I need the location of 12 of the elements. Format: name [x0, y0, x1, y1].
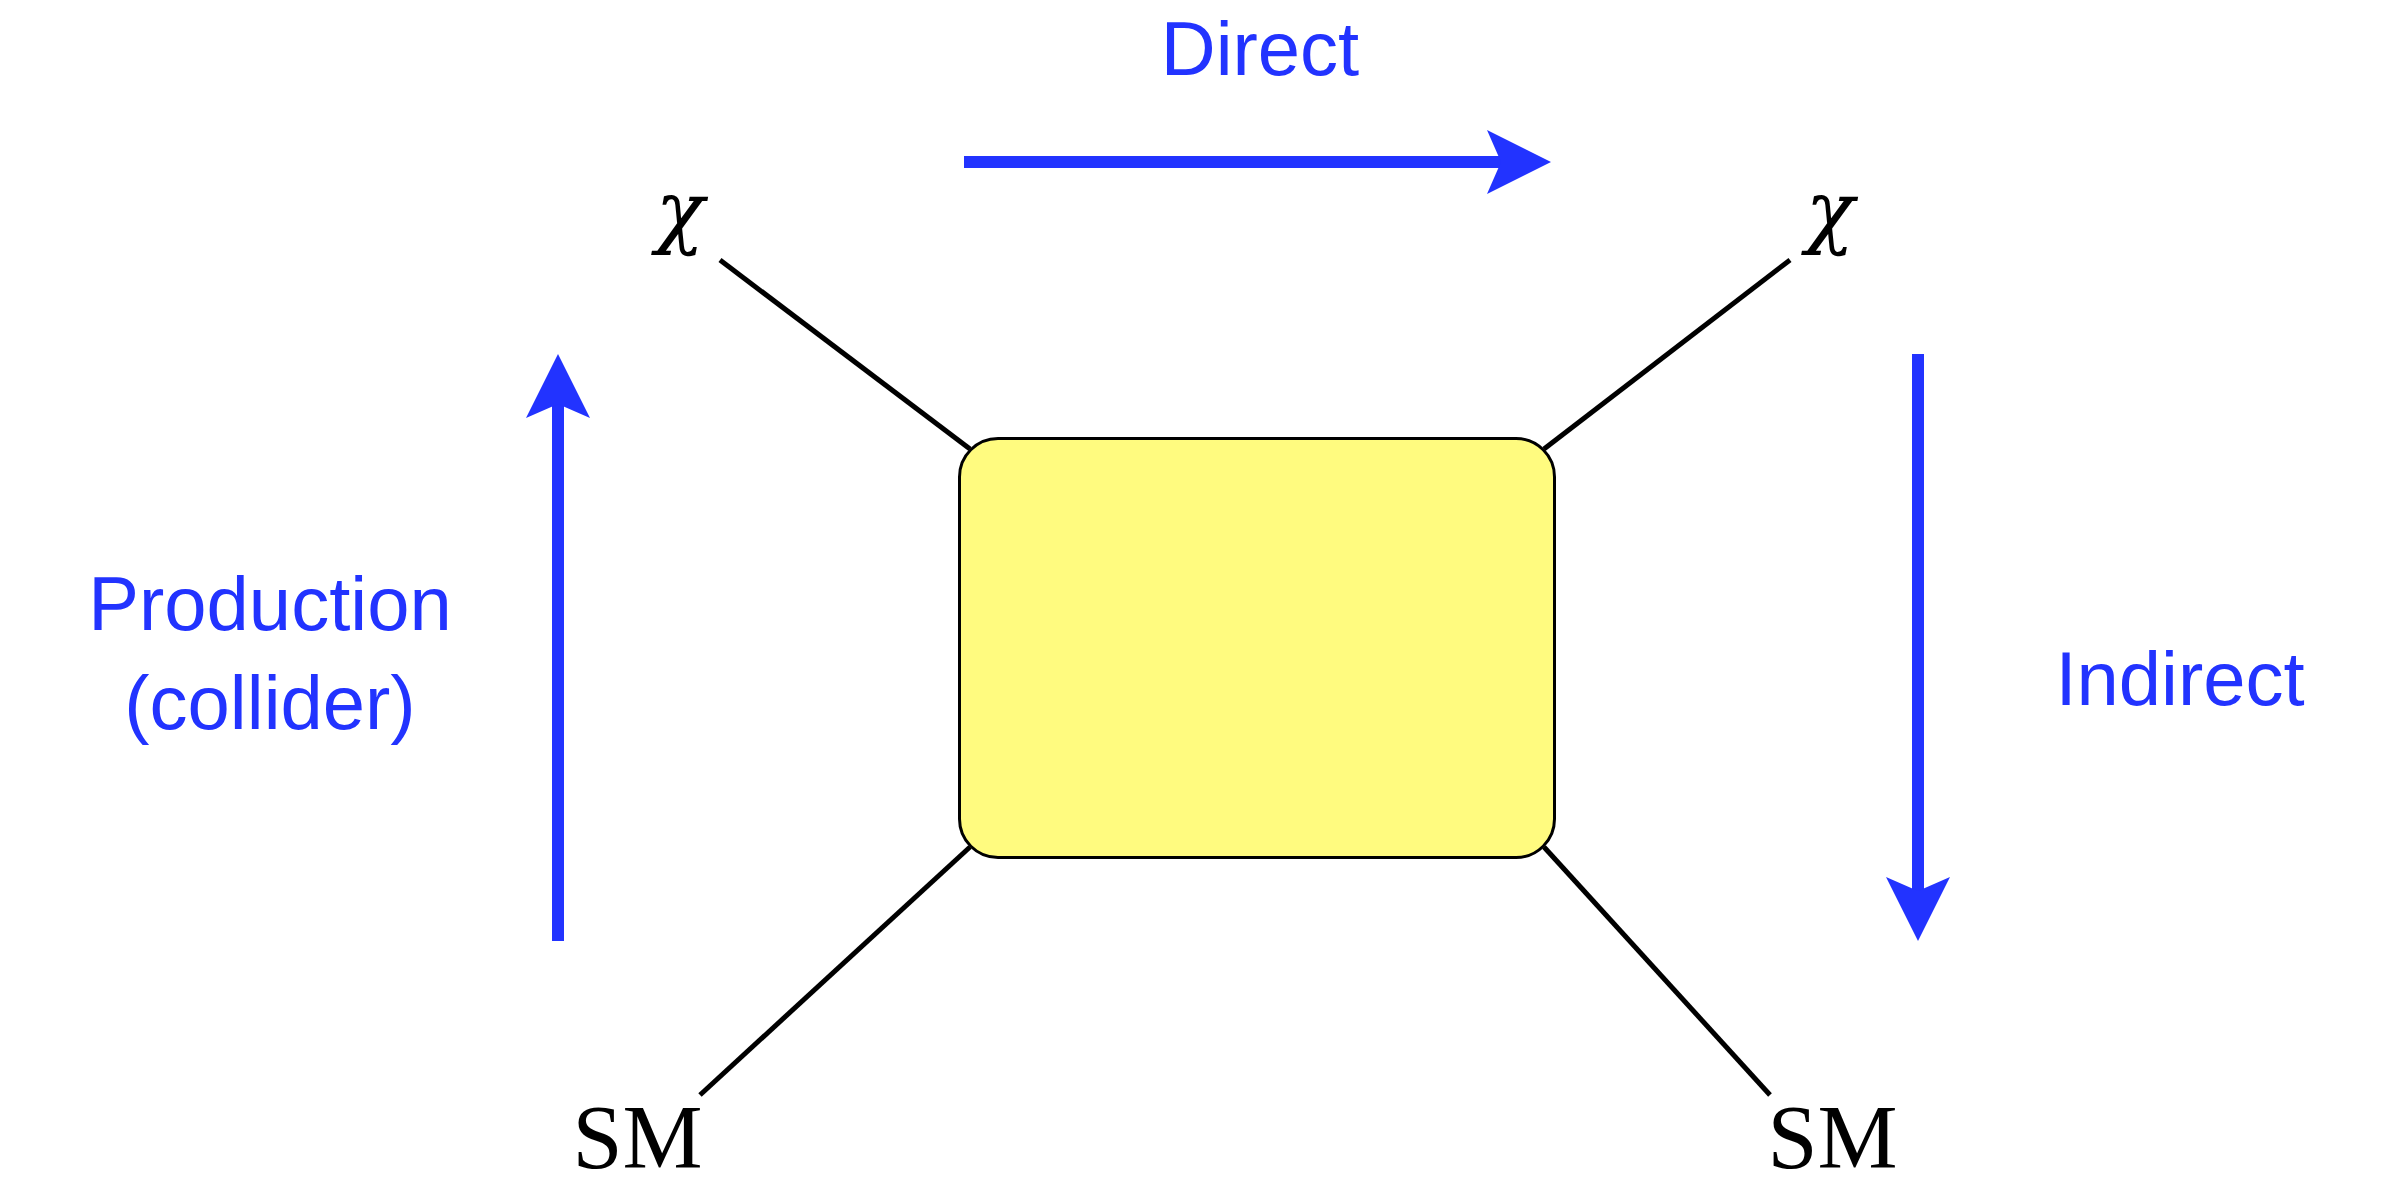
method-label: Direct [1159, 5, 1361, 93]
propagator-line [1542, 258, 1792, 451]
particle-label: χ [640, 160, 720, 260]
propagator-line [1542, 845, 1772, 1097]
particle-label: SM [1770, 1095, 1895, 1180]
particle-label: χ [1790, 160, 1870, 260]
method-label: Production (collider) [87, 560, 453, 747]
propagator-line [718, 258, 972, 451]
propagator-line [698, 845, 972, 1097]
interaction-box [958, 437, 1556, 859]
particle-label: SM [575, 1095, 700, 1180]
method-label: Indirect [2054, 635, 2306, 723]
